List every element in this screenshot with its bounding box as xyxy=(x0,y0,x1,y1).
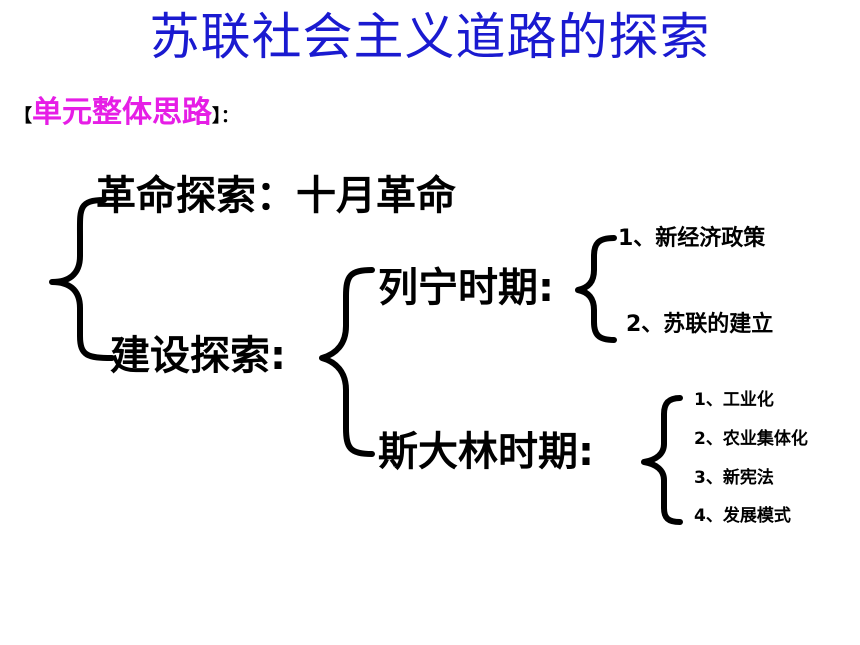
stalin-item: 1、工业化 xyxy=(694,390,774,410)
main-brace xyxy=(49,197,115,361)
stalin-item: 3、新宪法 xyxy=(694,468,774,488)
right-bracket: 】： xyxy=(212,106,239,127)
construction-node: 建设探索: xyxy=(110,333,286,379)
page-title: 苏联社会主义道路的探索 xyxy=(149,8,711,66)
section-heading: 【单元整体思路】： xyxy=(14,98,239,128)
lenin-item: 1、新经济政策 xyxy=(618,226,766,251)
section-heading-text: 单元整体思路 xyxy=(32,95,212,130)
stalin-node: 斯大林时期: xyxy=(378,429,594,475)
lenin-brace xyxy=(575,235,617,343)
lenin-item: 2、苏联的建立 xyxy=(626,312,774,337)
revolution-node: 革命探索：十月革命 xyxy=(96,173,456,219)
stalin-item: 2、农业集体化 xyxy=(694,429,808,449)
construction-brace xyxy=(319,267,375,457)
stalin-brace xyxy=(641,395,683,525)
stalin-item: 4、发展模式 xyxy=(694,506,791,526)
lenin-node: 列宁时期: xyxy=(378,265,554,311)
left-bracket: 【 xyxy=(14,106,32,127)
